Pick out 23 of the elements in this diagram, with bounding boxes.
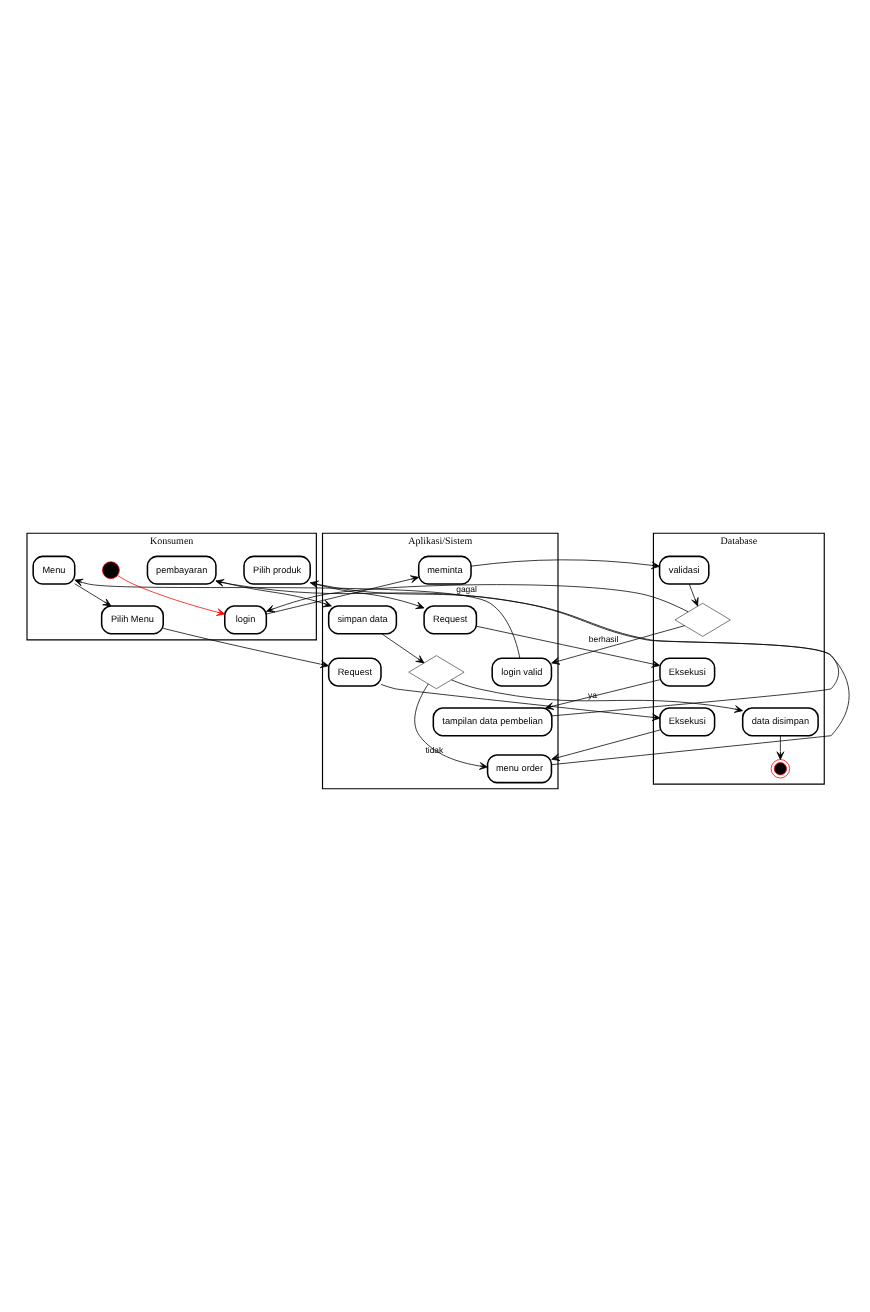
- arrow: [266, 575, 419, 615]
- arrow: [74, 583, 112, 607]
- arrow: [551, 625, 686, 665]
- arrow: [551, 729, 661, 761]
- arrow: [215, 580, 332, 608]
- arrow: [545, 679, 661, 710]
- arrow: [451, 679, 743, 713]
- arrow: [414, 683, 488, 770]
- arrow: [688, 583, 699, 607]
- node-diamond: [674, 602, 731, 637]
- arrow: [380, 684, 661, 722]
- arrow: [309, 580, 850, 766]
- node-circle: [102, 561, 120, 580]
- arrow: [162, 628, 329, 668]
- arrow: [776, 735, 785, 760]
- arrow: [74, 578, 521, 659]
- arrow: [470, 559, 660, 570]
- arrow: [310, 582, 425, 610]
- arrow: [476, 625, 661, 668]
- arrow: [215, 579, 839, 717]
- arrow: [266, 584, 689, 613]
- arrow: [117, 575, 226, 616]
- arrow: [381, 633, 425, 664]
